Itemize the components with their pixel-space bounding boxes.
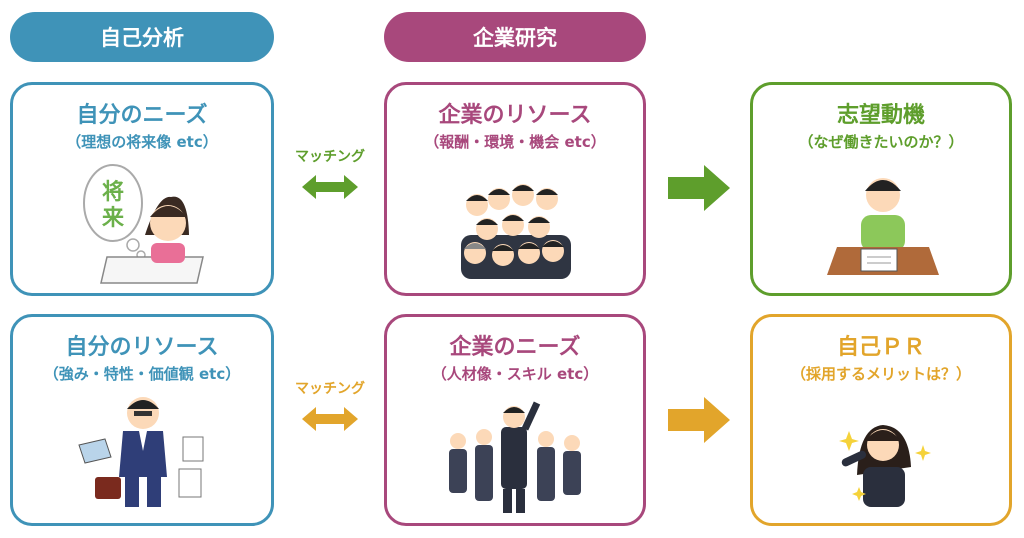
card-self-resources-subtitle: （強み・特性・価値観 etc） [43,365,241,383]
card-company-resources-title: 企業のリソース [438,103,592,128]
bubble-char-1: 将 [102,179,124,205]
thinking-girl-illustration: 将 来 [83,164,204,284]
card-self-needs-subtitle: （理想の将来像 etc） [66,133,218,151]
card-self-resources: 自分のリソース （強み・特性・価値観 etc） [10,314,274,526]
card-motivation-title: 志望動機 [836,103,925,128]
matching-label-top: マッチング [295,149,365,165]
double-arrow-bottom-icon [302,407,358,431]
card-company-resources-subtitle: （報酬・環境・機会 etc） [424,133,606,151]
card-motivation: 志望動機 （なぜ働きたいのか？） [750,82,1012,296]
card-self-needs: 自分のニーズ （理想の将来像 etc） 将 来 [10,82,274,296]
bubble-char-2: 来 [101,206,125,231]
card-self-needs-title: 自分のニーズ [76,103,208,128]
self-analysis-label: 自己分析 [100,26,184,50]
confident-woman-illustration [839,425,931,507]
busy-businessman-illustration [78,397,204,507]
company-research-header: 企業研究 [384,12,646,62]
card-company-resources: 企業のリソース （報酬・環境・機会 etc） [384,82,646,296]
leader-with-team-illustration [449,401,581,513]
card-motivation-subtitle: （なぜ働きたいのか？） [798,133,964,151]
card-self-pr-subtitle: （採用するメリットは？） [790,365,971,383]
right-arrow-bottom-icon [668,397,730,443]
card-company-needs-title: 企業のニーズ [449,335,581,360]
card-company-needs: 企業のニーズ （人材像・スキル etc） [384,314,646,526]
company-research-label: 企業研究 [473,26,557,50]
matching-label-bottom: マッチング [295,381,365,397]
card-self-pr: 自己ＰＲ （採用するメリットは？） [750,314,1012,526]
card-company-needs-subtitle: （人材像・スキル etc） [431,365,599,383]
card-self-resources-title: 自分のリソース [65,335,219,360]
cheering-staff-illustration [461,184,571,279]
writing-man-illustration [827,178,939,275]
double-arrow-top-icon [302,175,358,199]
right-arrow-top-icon [668,165,730,211]
card-self-pr-title: 自己ＰＲ [836,335,925,360]
self-analysis-header: 自己分析 [10,12,274,62]
